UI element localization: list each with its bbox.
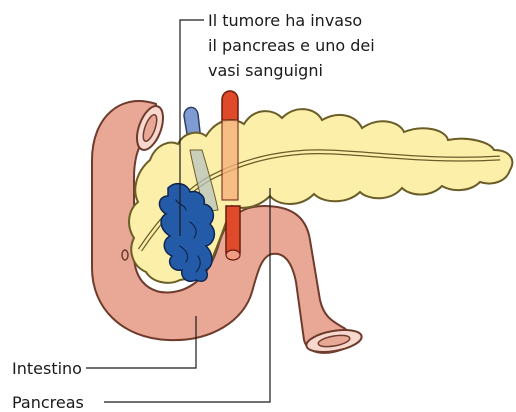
artery-cut-end [226, 250, 240, 260]
tumor-label-line-2: il pancreas e uno dei [208, 36, 375, 55]
artery-overlay [222, 120, 238, 200]
tumor-label-line-1: Il tumore ha invaso [208, 11, 362, 30]
intestine-label: Intestino [12, 359, 82, 378]
tumor-label-line-3: vasi sanguigni [208, 61, 323, 80]
pancreas-label: Pancreas [12, 393, 84, 412]
